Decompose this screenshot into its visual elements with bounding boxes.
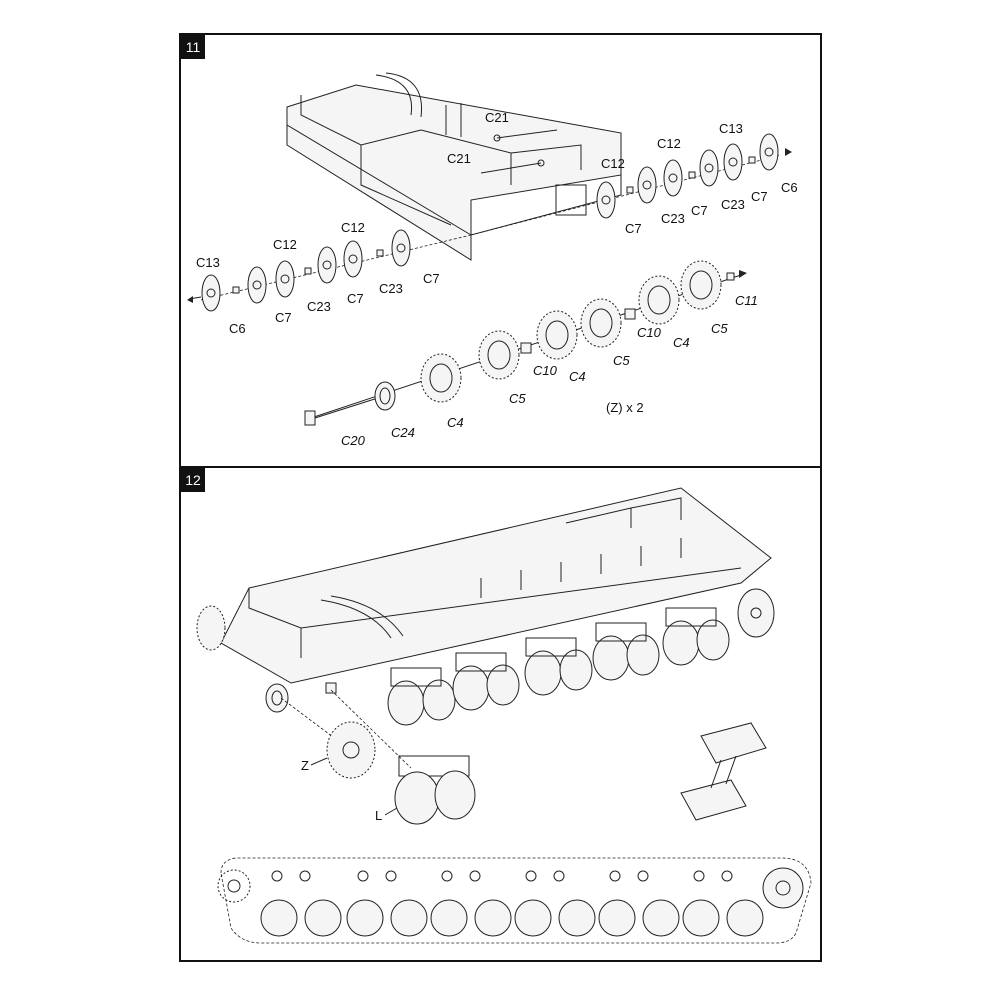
arrow-icon [785, 148, 792, 156]
sprocket-wheel-z [326, 721, 376, 779]
road-wheel [247, 266, 267, 304]
part-label-c13: C13 [719, 121, 743, 136]
idler-wheel [196, 605, 226, 651]
bogie-unit [387, 667, 456, 726]
bushing [376, 249, 384, 257]
axle-c21 [480, 129, 558, 174]
road-wheel [598, 899, 680, 937]
bushing [748, 156, 756, 164]
spacer [624, 308, 636, 320]
part-label-c5: C5 [613, 353, 630, 368]
part-label-c10: C10 [637, 325, 662, 340]
road-wheel [201, 274, 221, 312]
bushing [688, 171, 696, 179]
part-label-c12: C12 [601, 156, 625, 171]
part-label-c7: C7 [625, 221, 642, 236]
road-wheel [637, 166, 657, 204]
part-label-c12: C12 [341, 220, 365, 235]
part-label-c7: C7 [347, 291, 364, 306]
road-wheel [759, 133, 779, 171]
bushing [626, 186, 634, 194]
idler-wheel [217, 869, 251, 903]
sprocket-wheel [580, 298, 622, 348]
bogie-unit [592, 622, 660, 681]
road-wheel [723, 143, 743, 181]
sprocket-wheel [536, 310, 578, 360]
part-label-c4: C4 [673, 335, 690, 350]
road-wheel [699, 149, 719, 187]
road-wheel [682, 899, 764, 937]
part-label-c7: C7 [691, 203, 708, 218]
part-label-c7: C7 [275, 310, 292, 325]
bogie-unit [452, 652, 520, 711]
road-wheel [343, 240, 363, 278]
arrow-icon [187, 296, 193, 303]
part-label-c7: C7 [751, 189, 768, 204]
bushing [304, 267, 312, 275]
road-wheel [346, 899, 428, 937]
part-label-z: Z [301, 758, 309, 773]
axle-bolt [304, 396, 382, 426]
part-label-c6: C6 [781, 180, 798, 195]
sprocket-wheel [680, 260, 722, 310]
road-wheel [391, 229, 411, 267]
idler-wheel [737, 588, 775, 638]
road-wheel [514, 899, 596, 937]
mount-bracket [325, 682, 337, 694]
hub-ring [374, 381, 396, 411]
road-wheel [663, 159, 683, 197]
road-wheel [430, 899, 512, 937]
sprocket-assembly [304, 260, 747, 426]
part-label-c20: C20 [341, 433, 366, 448]
road-wheel [596, 181, 616, 219]
quantity-note: (Z) x 2 [606, 400, 644, 415]
bushing [232, 286, 240, 294]
spacer [520, 342, 532, 354]
part-label-c4: C4 [569, 369, 586, 384]
step-11-diagram: C21 C21 C12 C13 C12 C6 C7 C23 C7 C23 C7 [187, 72, 798, 448]
part-label-c5: C5 [711, 321, 728, 336]
road-wheel-stack-right [470, 133, 782, 236]
road-wheel [317, 246, 337, 284]
road-wheel-stack-left [187, 148, 792, 312]
step-11-panel: 11 C21 C21 [179, 33, 822, 468]
part-label-c23: C23 [661, 211, 685, 226]
part-label-c11: C11 [735, 293, 758, 308]
part-label-c6: C6 [229, 321, 246, 336]
part-label-c4: C4 [447, 415, 464, 430]
part-label-c5: C5 [509, 391, 526, 406]
cap [726, 272, 735, 281]
part-label-c23: C23 [721, 197, 745, 212]
hub-ring [265, 683, 289, 713]
hull-part [286, 72, 622, 261]
completed-side-view [217, 857, 812, 944]
part-label-c21: C21 [485, 110, 509, 125]
sprocket-wheel [638, 275, 680, 325]
arrow-icon [739, 270, 747, 278]
part-label-c23: C23 [379, 281, 403, 296]
part-label-c7: C7 [423, 271, 440, 286]
drive-sprocket [762, 867, 804, 909]
track-link-detail [680, 722, 767, 821]
step-number-badge: 12 [181, 468, 205, 492]
road-wheel [275, 260, 295, 298]
step-12-panel: 12 [179, 466, 822, 962]
bogie-unit-l [394, 755, 476, 825]
part-label-c12: C12 [657, 136, 681, 151]
part-label-l: L [375, 808, 382, 823]
part-label-c24: C24 [391, 425, 415, 440]
sprocket-wheel [478, 330, 520, 380]
bogie-unit [662, 607, 730, 666]
bogie-units [387, 588, 775, 726]
bogie-unit [524, 637, 593, 696]
part-label-c23: C23 [307, 299, 331, 314]
step-12-diagram: Z L [196, 487, 812, 944]
sprocket-wheel [420, 353, 462, 403]
step-number-badge: 11 [181, 35, 205, 59]
part-label-c13: C13 [196, 255, 220, 270]
part-label-c10: C10 [533, 363, 558, 378]
part-label-c12: C12 [273, 237, 297, 252]
road-wheel [260, 899, 342, 937]
part-label-c21: C21 [447, 151, 471, 166]
